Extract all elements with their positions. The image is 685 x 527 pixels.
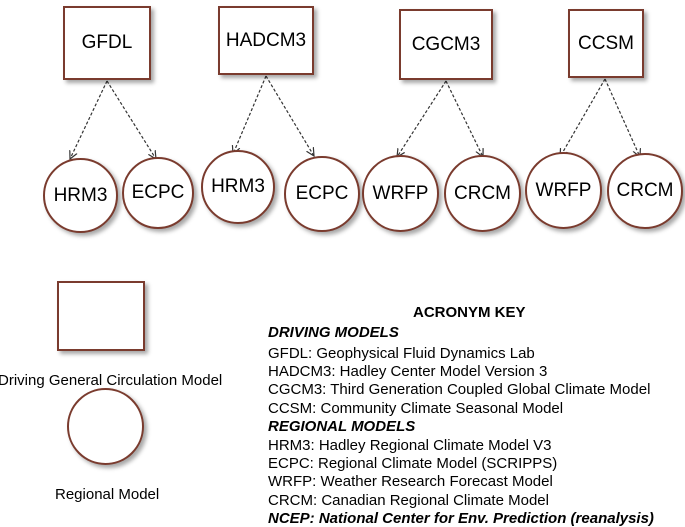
arrow-hadcm3-ecpc	[265, 75, 314, 156]
key-line-wrfp: WRFP: Weather Research Forecast Model	[268, 473, 553, 490]
rcm-circle-cgcm3-wrfp: WRFP	[362, 155, 439, 232]
legend-box-swatch	[57, 281, 145, 351]
arrow-cgcm3-wrfp	[397, 80, 447, 157]
key-line-hadcm3: HADCM3: Hadley Center Model Version 3	[268, 363, 548, 380]
rcm-circle-hadcm3-ecpc: ECPC	[284, 156, 360, 232]
legend-circle-swatch	[67, 388, 144, 465]
ncep-footer: NCEP: National Center for Env. Predictio…	[268, 510, 654, 527]
key-line-cgcm3: CGCM3: Third Generation Coupled Global C…	[268, 381, 651, 398]
arrow-gfdl-ecpc	[106, 80, 156, 159]
gcm-box-ccsm: CCSM	[568, 9, 644, 78]
rcm-circle-cgcm3-crcm: CRCM	[444, 155, 521, 232]
key-line-hrm3: HRM3: Hadley Regional Climate Model V3	[268, 437, 552, 454]
arrow-hadcm3-hrm3	[233, 75, 267, 154]
gcm-box-gfdl: GFDL	[63, 6, 151, 80]
driving-models-heading: DRIVING MODELS	[268, 324, 399, 341]
arrow-ccsm-wrfp	[560, 78, 606, 157]
arrow-ccsm-crcm	[604, 78, 640, 157]
key-line-crcm: CRCM: Canadian Regional Climate Model	[268, 492, 549, 509]
gcm-box-cgcm3: CGCM3	[399, 9, 493, 80]
acronym-key-title: ACRONYM KEY	[413, 304, 526, 321]
rcm-circle-ccsm-wrfp: WRFP	[525, 152, 602, 229]
rcm-circle-ccsm-crcm: CRCM	[607, 153, 683, 229]
rcm-circle-gfdl-hrm3: HRM3	[43, 158, 118, 233]
legend-box-label: Driving General Circulation Model	[0, 372, 223, 389]
rcm-circle-hadcm3-hrm3: HRM3	[201, 150, 275, 224]
key-line-gfdl: GFDL: Geophysical Fluid Dynamics Lab	[268, 345, 535, 362]
gcm-box-hadcm3: HADCM3	[218, 6, 314, 75]
key-line-ccsm: CCSM: Community Climate Seasonal Model	[268, 400, 564, 417]
arrow-gfdl-hrm3	[70, 80, 108, 159]
legend-circle-label: Regional Model	[55, 486, 160, 503]
arrow-cgcm3-crcm	[445, 80, 483, 157]
rcm-circle-gfdl-ecpc: ECPC	[122, 157, 194, 229]
regional-models-heading: REGIONAL MODELS	[268, 418, 416, 435]
key-line-ecpc: ECPC: Regional Climate Model (SCRIPPS)	[268, 455, 558, 472]
